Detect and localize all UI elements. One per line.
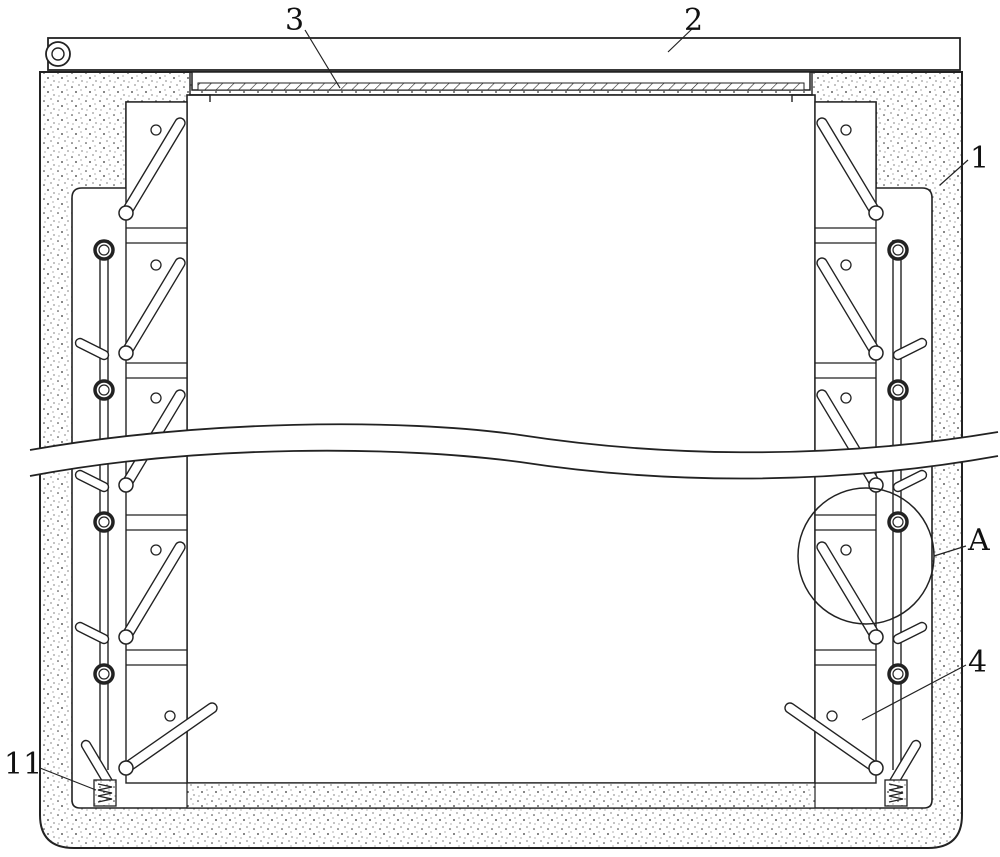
roller-core — [892, 384, 904, 396]
pivot-pin — [868, 629, 884, 645]
rail-hole — [150, 124, 162, 136]
link-arm — [74, 621, 110, 645]
link-arm — [892, 337, 928, 361]
label-spring: 11 — [4, 747, 42, 782]
roller-core — [98, 516, 110, 528]
label-lid: 2 — [684, 3, 703, 38]
label-side-block: 4 — [968, 645, 987, 680]
pivot-pin — [868, 760, 884, 776]
rail-hole — [150, 544, 162, 556]
lid-bar — [47, 37, 961, 71]
roller-core — [98, 668, 110, 680]
link-arm — [892, 621, 928, 645]
roller-core — [892, 516, 904, 528]
pivot-pin — [118, 345, 134, 361]
label-lid-plate: 3 — [285, 3, 304, 38]
break-band — [30, 424, 998, 479]
roller-core — [892, 244, 904, 256]
rail-hole — [840, 392, 852, 404]
spring-left — [93, 779, 117, 807]
rail-hole — [150, 392, 162, 404]
link-arm — [74, 469, 110, 493]
rail-hole — [840, 124, 852, 136]
roller-core — [892, 668, 904, 680]
leader-lines — [39, 27, 969, 791]
roller-core — [98, 244, 110, 256]
link-arm — [74, 337, 110, 361]
pivot-pin — [868, 205, 884, 221]
linkage-mechanisms — [74, 117, 928, 788]
rail-hole — [150, 259, 162, 271]
rail-hole — [164, 710, 176, 722]
spring-right — [884, 779, 908, 807]
label-detail-a: A — [967, 523, 990, 558]
bottom-insulation — [186, 782, 816, 809]
pivot-pin — [118, 477, 134, 493]
pivot-pin — [118, 205, 134, 221]
pivot-pin — [868, 345, 884, 361]
slot-dividers — [126, 227, 876, 666]
rail-hole — [840, 259, 852, 271]
pivot-pin — [118, 629, 134, 645]
roller-core — [98, 384, 110, 396]
rail-hole — [840, 544, 852, 556]
lid-assembly — [45, 37, 961, 102]
rail-hole — [826, 710, 838, 722]
pivot-pin — [118, 760, 134, 776]
label-housing: 1 — [970, 141, 989, 176]
link-arm — [892, 469, 928, 493]
